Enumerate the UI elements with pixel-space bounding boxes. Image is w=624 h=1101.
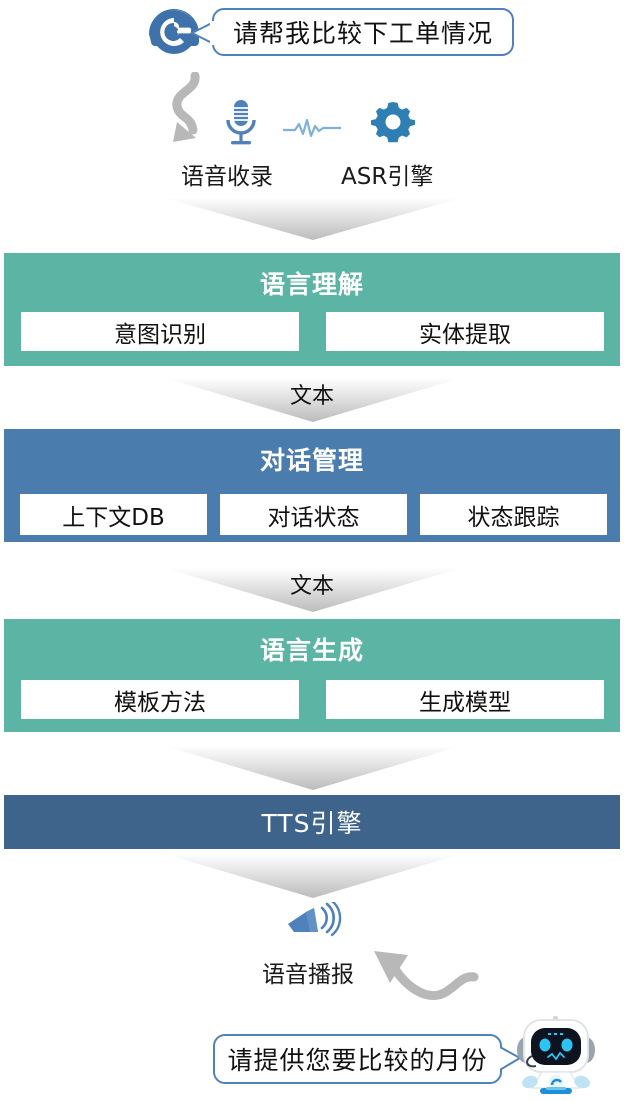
stage-chip-nlg-0[interactable]: 模板方法 xyxy=(21,680,299,719)
robot-icon xyxy=(512,1012,600,1096)
headset-icon xyxy=(143,4,205,60)
connector-dm-to-nlg xyxy=(165,568,461,612)
stage-title-nlg: 语言生成 xyxy=(259,636,364,665)
tts-engine-bar: TTS引擎 xyxy=(4,795,620,849)
asr-label: ASR引擎 xyxy=(341,164,434,190)
stage-chip-nlu-1[interactable]: 实体提取 xyxy=(326,312,604,351)
speak-label: 语音播报 xyxy=(262,962,354,988)
connector-tts-to-speak xyxy=(165,854,461,898)
user-bubble-text: 请帮我比较下工单情况 xyxy=(232,19,493,48)
stage-chip-dm-2[interactable]: 状态跟踪 xyxy=(420,494,607,535)
connector-nlu-to-dm-label: 文本 xyxy=(289,384,334,409)
connector-to-nlu xyxy=(165,198,461,240)
curved-arrow-down-icon xyxy=(155,71,217,144)
microphone-icon xyxy=(222,98,260,148)
connector-dm-to-nlg-label: 文本 xyxy=(289,574,334,599)
megaphone-icon xyxy=(284,899,342,942)
connector-nlu-to-dm xyxy=(165,378,461,422)
stage-chip-nlg-1[interactable]: 生成模型 xyxy=(326,680,604,719)
bot-speech-bubble: 请提供您要比较的月份 xyxy=(213,1034,502,1084)
waveform-icon xyxy=(281,118,343,140)
mic-label: 语音收录 xyxy=(181,164,273,190)
curved-arrow-up-icon xyxy=(370,945,480,1015)
stage-chip-dm-1[interactable]: 对话状态 xyxy=(220,494,407,535)
user-speech-bubble: 请帮我比较下工单情况 xyxy=(212,8,514,56)
tts-engine-label: TTS引擎 xyxy=(261,809,363,838)
stage-chip-dm-0[interactable]: 上下文DB xyxy=(20,494,207,535)
gear-icon xyxy=(371,100,415,144)
stage-title-nlu: 语言理解 xyxy=(259,270,364,299)
stage-title-dm: 对话管理 xyxy=(259,446,364,475)
connector-nlg-to-tts xyxy=(165,746,461,790)
bot-bubble-text: 请提供您要比较的月份 xyxy=(227,1046,488,1075)
user-bubble-tail xyxy=(186,20,218,46)
stage-chip-nlu-0[interactable]: 意图识别 xyxy=(21,312,299,351)
